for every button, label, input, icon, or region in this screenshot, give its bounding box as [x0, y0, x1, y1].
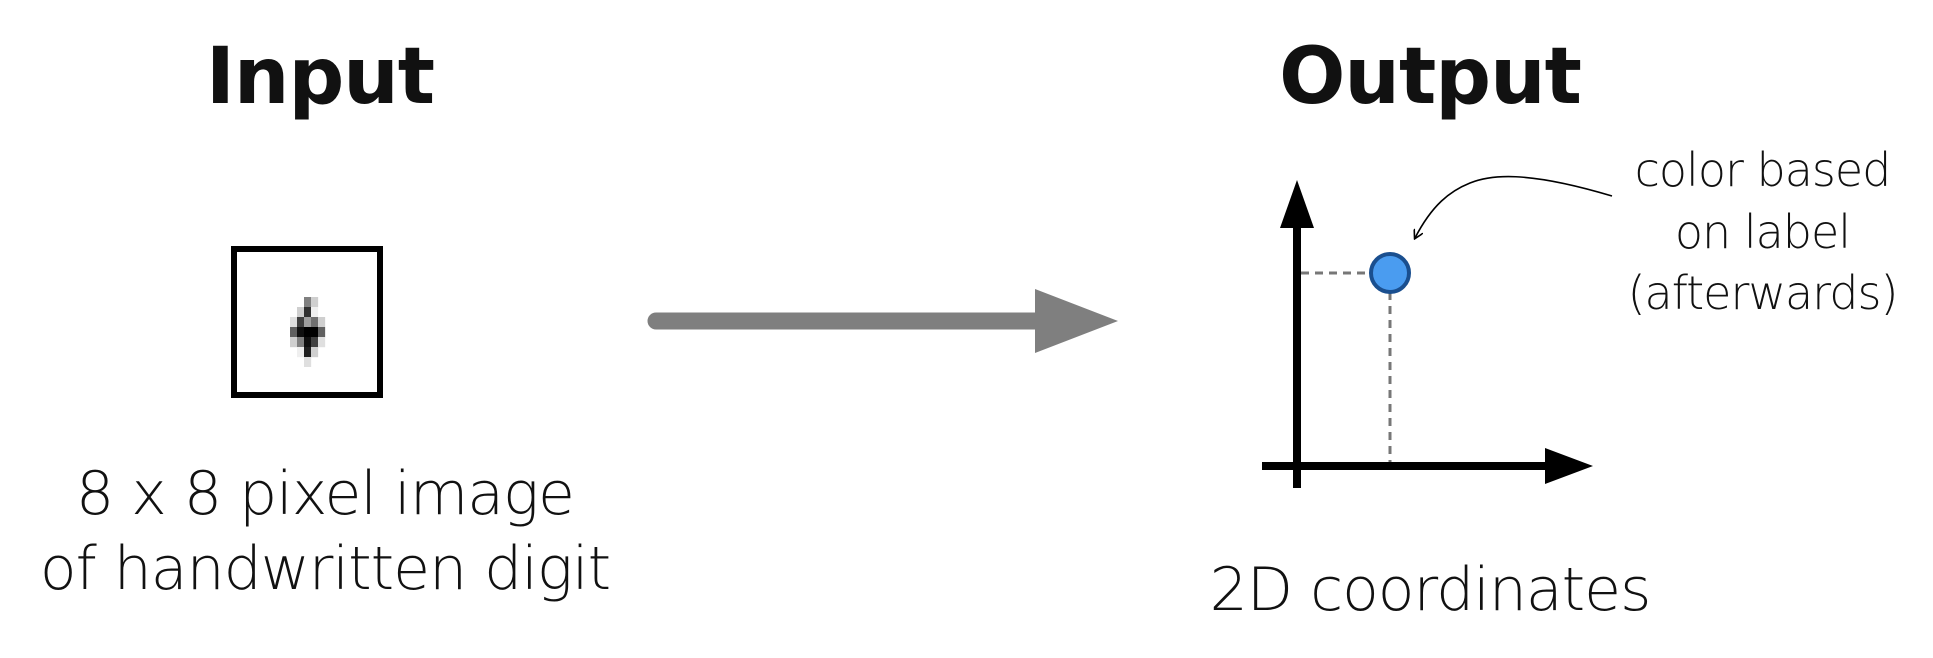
digit-pixel — [318, 337, 326, 348]
input-caption-line1: 8 x 8 pixel image — [76, 459, 575, 529]
input-title: Input — [205, 32, 435, 122]
digit-pixel — [318, 327, 326, 338]
digit-pixel — [304, 307, 312, 318]
annotation-line2: on label — [1674, 204, 1851, 259]
output-title: Output — [1279, 32, 1582, 122]
digit-pixel — [297, 347, 305, 358]
digit-pixel — [304, 337, 312, 348]
label-color-annotation: color based on label (afterwards) — [1595, 140, 1930, 325]
digit-pixel — [318, 317, 326, 328]
x-axis-arrowhead — [1545, 448, 1593, 484]
digit-pixel — [304, 297, 312, 308]
input-caption-line2: of handwritten digit — [39, 534, 611, 604]
digit-pixel — [311, 317, 319, 328]
digit-pixel — [311, 327, 319, 338]
digit-pixel — [290, 327, 298, 338]
digit-pixel — [290, 337, 298, 348]
digit-pixel — [311, 347, 319, 358]
y-axis-arrowhead — [1280, 180, 1314, 228]
coordinate-axes — [1262, 180, 1593, 488]
digit-pixel — [297, 317, 305, 328]
output-data-point — [1369, 252, 1411, 294]
digit-image-frame — [231, 246, 383, 398]
digit-pixel — [304, 317, 312, 328]
digit-pixel — [311, 337, 319, 348]
digit-pixel — [311, 307, 319, 318]
digit-pixel — [304, 327, 312, 338]
output-caption: 2D coordinates — [1209, 555, 1652, 625]
digit-pixel — [290, 317, 298, 328]
digit-pixel — [304, 347, 312, 358]
annotation-line1: color based — [1634, 143, 1892, 197]
handwritten-digit-image — [290, 297, 326, 367]
transform-arrow — [647, 289, 1118, 353]
annotation-line3: (afterwards) — [1627, 266, 1899, 321]
digit-pixel — [297, 327, 305, 338]
annotation-pointer-arrow — [1415, 175, 1613, 238]
digit-pixel — [297, 307, 305, 318]
digit-pixel — [311, 297, 319, 308]
input-caption: 8 x 8 pixel image of handwritten digit — [0, 457, 650, 607]
digit-pixel — [304, 357, 312, 367]
digit-pixel — [297, 337, 305, 348]
